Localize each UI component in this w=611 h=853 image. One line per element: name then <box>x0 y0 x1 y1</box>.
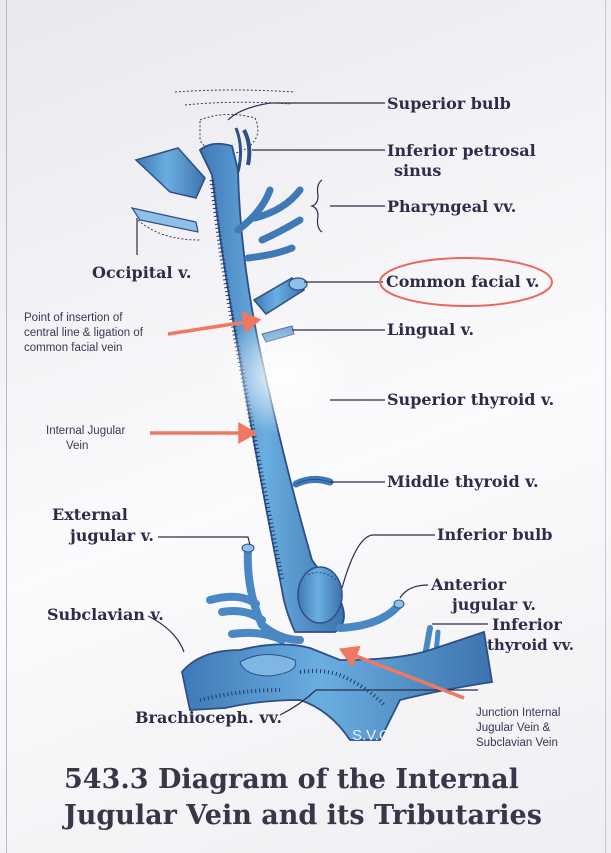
sigmoid-stub <box>136 148 205 198</box>
label-external-jugular-v: jugular v. <box>70 527 154 545</box>
label-subclavian: Subclavian v. <box>47 606 164 624</box>
label-brachiocephalic: Brachioceph. vv. <box>135 709 282 727</box>
label-inferior-thyroid-vv: thyroid vv. <box>487 636 574 654</box>
note-insertion-line1: Point of insertion of <box>24 311 122 325</box>
label-superior-bulb: Superior bulb <box>387 95 511 113</box>
label-middle-thyroid: Middle thyroid v. <box>387 473 539 491</box>
label-common-facial: Common facial v. <box>386 273 539 291</box>
pharyngeal-veins <box>238 190 300 258</box>
note-ijv-line1: Internal Jugular <box>46 424 125 438</box>
caption-line1: 543.3 Diagram of the Internal <box>64 764 519 796</box>
inferior-bulb-shape <box>298 567 342 623</box>
label-inferior-petrosal-sinus: sinus <box>394 162 441 180</box>
superior-bulb-outline <box>175 90 295 154</box>
label-occipital: Occipital v. <box>92 264 191 282</box>
note-insertion-line3: common facial vein <box>24 341 122 355</box>
note-ijv-line2: Vein <box>66 439 88 453</box>
label-anterior-jugular-v: jugular v. <box>452 596 536 614</box>
label-lingual: Lingual v. <box>387 321 474 339</box>
note-junction-line2: Jugular Vein & <box>476 721 550 735</box>
note-junction-line1: Junction Internal <box>476 706 560 720</box>
label-superior-thyroid: Superior thyroid v. <box>387 391 554 409</box>
label-inferior-thyroid: Inferior <box>492 616 562 634</box>
note-junction-line3: Subclavian Vein <box>476 736 558 750</box>
label-inferior-petrosal: Inferior petrosal <box>387 142 536 160</box>
label-pharyngeal: Pharyngeal vv. <box>387 198 516 216</box>
note-insertion-line2: central line & ligation of <box>24 326 143 340</box>
label-external-jugular: External <box>52 506 128 524</box>
label-inferior-bulb: Inferior bulb <box>437 526 552 544</box>
caption-line2: Jugular Vein and its Tributaries <box>64 800 542 832</box>
label-svc: S.V.C. <box>352 727 394 745</box>
label-anterior-jugular: Anterior <box>431 576 506 594</box>
